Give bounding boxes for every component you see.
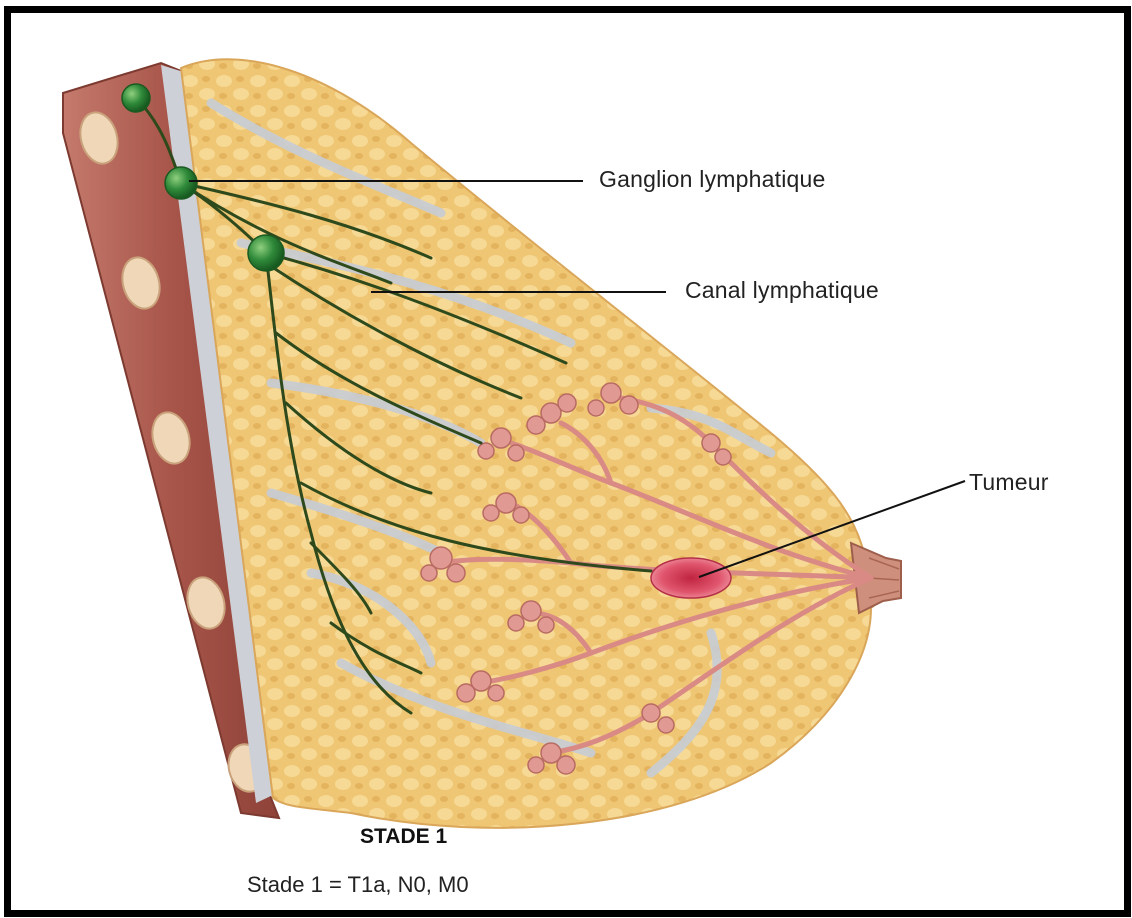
stage-formula: Stade 1 = T1a, N0, M0: [247, 872, 469, 898]
label-ganglion-lymphatique: Ganglion lymphatique: [599, 166, 825, 193]
stage-title: STADE 1: [360, 825, 447, 849]
lymph-node-icon: [122, 84, 150, 112]
lymph-node-icon: [165, 167, 197, 199]
label-canal-lymphatique: Canal lymphatique: [685, 277, 879, 304]
lymph-node-icon: [248, 235, 284, 271]
label-tumeur: Tumeur: [969, 469, 1049, 496]
diagram-frame: Ganglion lymphatique Canal lymphatique T…: [4, 6, 1131, 917]
breast-anatomy-illustration: [11, 13, 1124, 910]
tumor-icon: [651, 558, 731, 598]
